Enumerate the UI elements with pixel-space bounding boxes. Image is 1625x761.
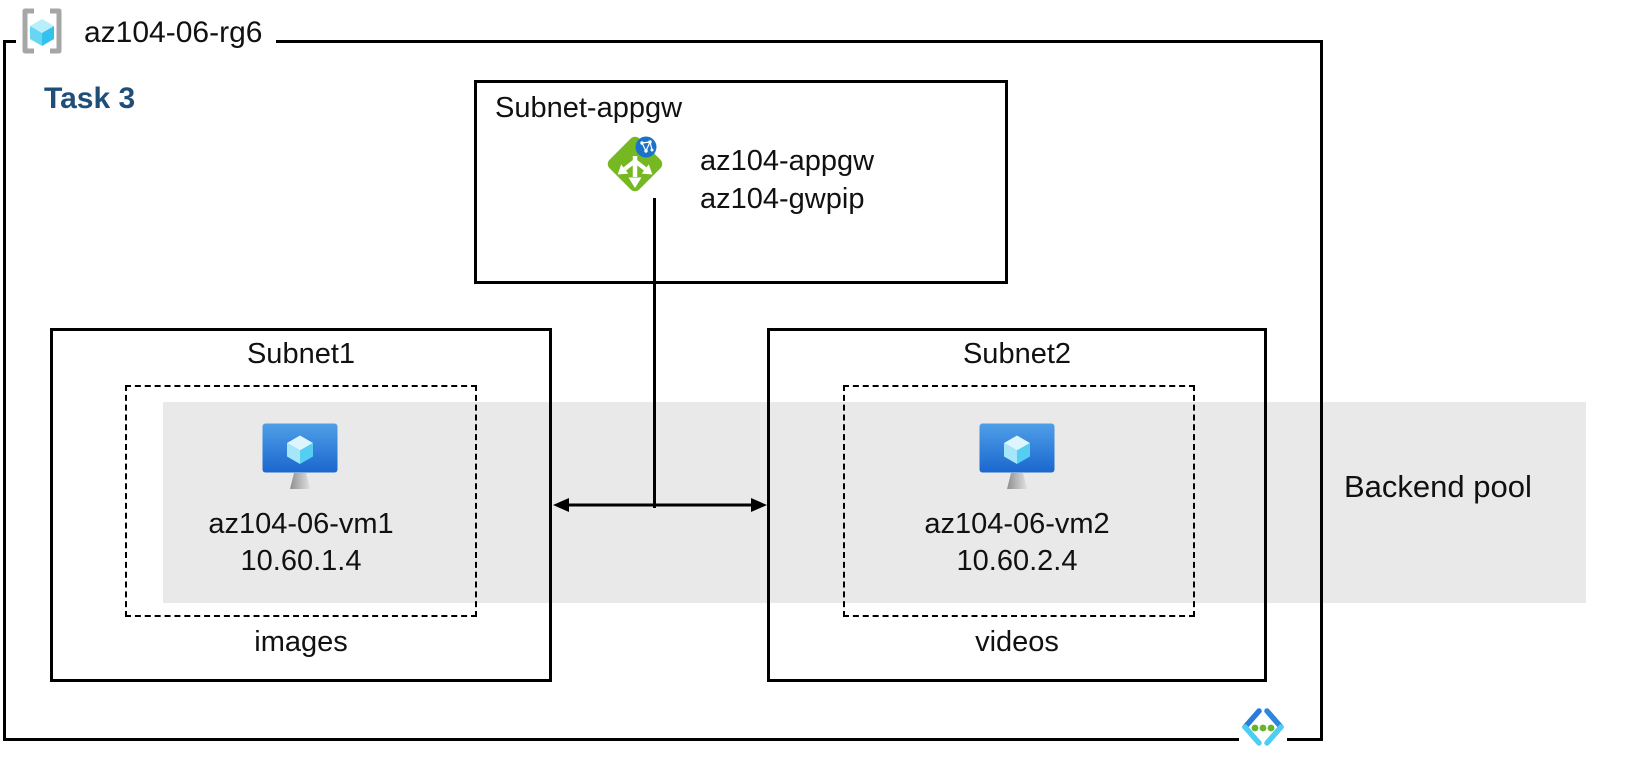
vm1-ip: 10.60.1.4 (240, 545, 362, 577)
subnet2-title: Subnet2 (962, 338, 1072, 370)
subnet1-backend-dashed-box (125, 385, 477, 617)
vm1-labels: az104-06-vm1 10.60.1.4 (50, 506, 552, 580)
subnet1-container-label: images (254, 626, 348, 658)
resource-group-name: az104-06-rg6 (84, 16, 263, 49)
subnet2-backend-dashed-box (843, 385, 1195, 617)
subnet2-box: Subnet2 (767, 328, 1267, 682)
backend-pool-label: Backend pool (1344, 469, 1532, 504)
appgw-connector-line (653, 198, 656, 508)
resource-group-header: az104-06-rg6 (16, 4, 277, 62)
virtual-machine-icon (979, 423, 1055, 502)
appgw-name: az104-appgw (700, 145, 875, 177)
backend-connector-arrow (552, 495, 768, 520)
backend-pool-band (163, 402, 1586, 603)
virtual-machine-icon (262, 423, 338, 502)
application-gateway-labels: az104-appgw az104-gwpip (700, 142, 874, 218)
subnet1-title: Subnet1 (246, 338, 356, 370)
resource-group-cube-icon (16, 5, 68, 62)
subnet-appgw-box: Subnet-appgw (474, 80, 1008, 284)
virtual-network-icon (1239, 705, 1287, 754)
subnet-appgw-title: Subnet-appgw (495, 92, 683, 124)
subnet1-box: Subnet1 (50, 328, 552, 682)
vm2-ip: 10.60.2.4 (956, 545, 1078, 577)
subnet2-container-label: videos (975, 626, 1059, 658)
task-label: Task 3 (44, 82, 136, 115)
application-gateway-icon (601, 130, 669, 203)
vm2-name: az104-06-vm2 (924, 508, 1110, 540)
vm1-name: az104-06-vm1 (208, 508, 394, 540)
vm2-labels: az104-06-vm2 10.60.2.4 (767, 506, 1267, 580)
resource-group-border (3, 40, 1323, 741)
appgw-public-ip-name: az104-gwpip (700, 183, 865, 215)
